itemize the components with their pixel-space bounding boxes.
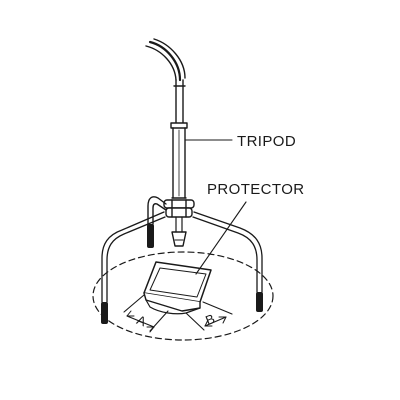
cable [148, 40, 182, 82]
right-foot [256, 292, 263, 312]
left-foot [101, 302, 108, 324]
dimension-a-label: A [135, 312, 149, 329]
hook-arm [147, 196, 167, 225]
dimension-a-lines [123, 294, 169, 333]
clamp-collar [163, 197, 195, 218]
probe-tip [171, 216, 187, 247]
lower-pole [170, 122, 188, 199]
dimension-b-lines [185, 301, 233, 331]
tripod-label: TRIPOD [237, 133, 296, 150]
protector-leader-line [195, 201, 247, 275]
tripod-legs [101, 211, 263, 303]
protector-label: PROTECTOR [207, 181, 305, 198]
protector-tray [143, 261, 212, 315]
upper-pole [173, 79, 186, 124]
placement-circle [92, 251, 274, 341]
